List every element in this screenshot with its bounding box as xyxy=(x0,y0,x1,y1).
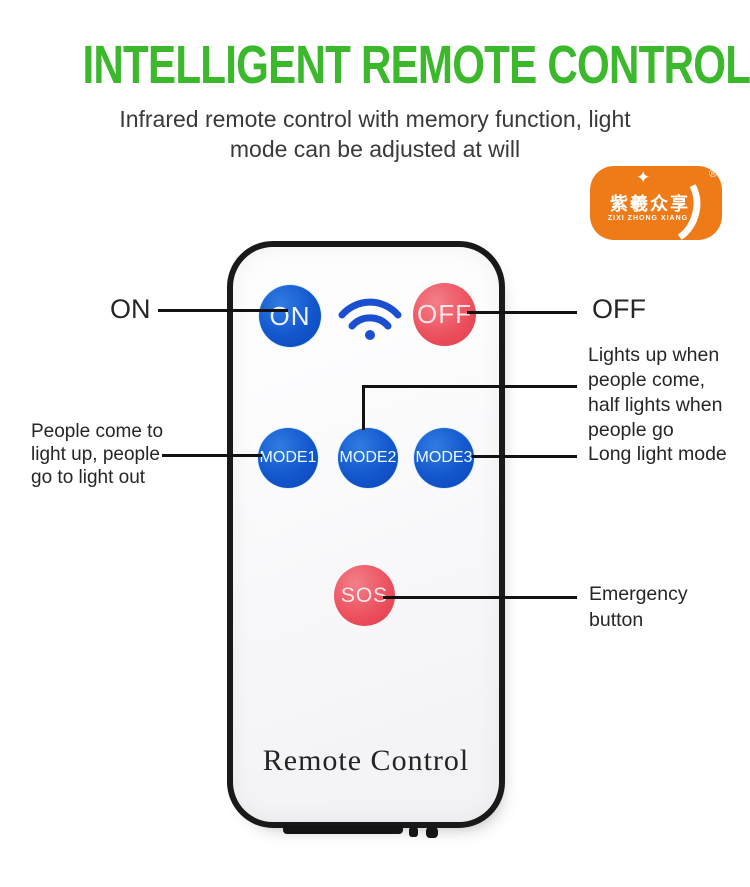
callout-line-mode2-vertical xyxy=(362,385,365,430)
callout-mode2-line-2: people come, xyxy=(588,369,706,391)
callout-line-on xyxy=(158,309,288,312)
brand-name-chinese: 紫羲众享 xyxy=(610,194,690,214)
callout-mode2-label: Lights up when people come, half lights … xyxy=(588,343,722,443)
callout-mode2-line-1: Lights up when xyxy=(588,344,720,366)
callout-mode1-label: People come to light up, people go to li… xyxy=(31,420,163,489)
wifi-icon xyxy=(338,298,402,340)
callout-line-mode3 xyxy=(472,455,577,458)
callout-line-sos xyxy=(383,596,577,599)
subtitle-line-1: Infrared remote control with memory func… xyxy=(119,106,631,132)
subtitle: Infrared remote control with memory func… xyxy=(0,104,750,164)
brand-name-latin: ZIXI ZHONG XIANG xyxy=(607,215,689,222)
callout-mode1-line-1: People come to xyxy=(31,421,164,442)
off-button: OFF xyxy=(413,283,476,346)
page-title: INTELLIGENT REMOTE CONTROL xyxy=(82,35,750,95)
callout-mode1-line-3: go to light out xyxy=(31,467,146,488)
callout-mode1-line-2: light up, people xyxy=(31,444,160,465)
remote-foot-dot xyxy=(426,827,438,838)
on-button: ON xyxy=(259,285,321,347)
subtitle-line-2: mode can be adjusted at will xyxy=(229,136,521,162)
remote-foot-dot xyxy=(409,827,418,837)
registered-trademark-icon: ® xyxy=(708,168,717,180)
mode3-button: MODE3 xyxy=(414,428,474,488)
mode1-button: MODE1 xyxy=(258,428,318,488)
remote-brand-label: Remote Control xyxy=(262,744,470,777)
callout-on-label: ON xyxy=(110,294,151,324)
callout-line-mode2-horizontal xyxy=(362,385,577,388)
callout-line-mode1 xyxy=(162,454,262,457)
callout-sos-line-1: Emergency xyxy=(589,583,688,605)
remote-foot-bar xyxy=(283,825,403,834)
mode2-button: MODE2 xyxy=(338,428,398,488)
callout-sos-label: Emergency button xyxy=(589,581,688,633)
callout-mode2-line-4: people go xyxy=(588,419,674,441)
sos-button: SOS xyxy=(334,565,395,626)
callout-mode2-line-3: half lights when xyxy=(588,394,723,416)
brand-logo-badge: ✦ ® 紫羲众享 ZIXI ZHONG XIANG xyxy=(590,166,722,240)
callout-sos-line-2: button xyxy=(589,609,644,631)
callout-off-label: OFF xyxy=(592,294,646,324)
sparkle-icon: ✦ xyxy=(636,168,651,187)
callout-line-off xyxy=(467,311,577,314)
callout-mode3-label: Long light mode xyxy=(588,443,727,465)
